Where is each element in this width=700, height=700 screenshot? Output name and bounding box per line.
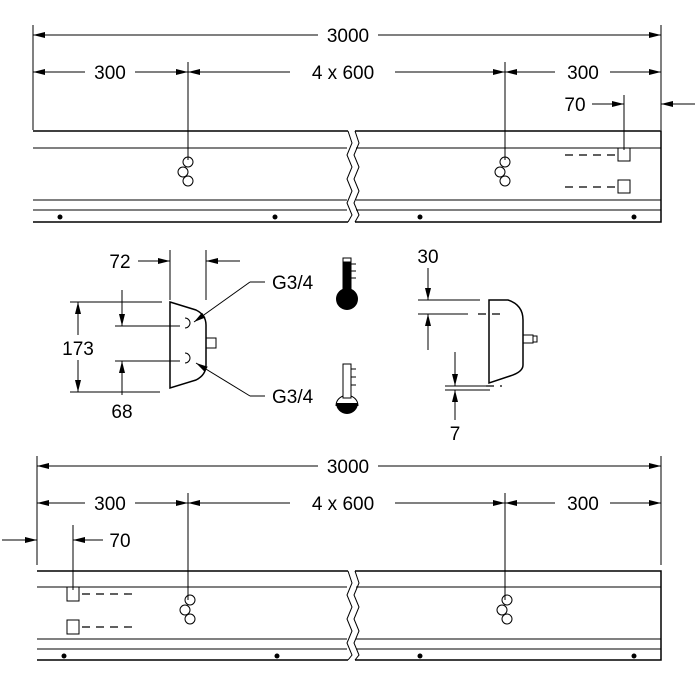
spacing-label: 4 x 600 — [312, 494, 374, 515]
valve-icon — [496, 594, 513, 625]
side-view-profile: 72 173 68 G3/4 G3/4 — [62, 250, 314, 423]
valve-icon — [494, 156, 511, 187]
bottom-gap-label: 7 — [450, 424, 461, 445]
hot-inlet-label: G3/4 — [272, 273, 314, 294]
left-offset-label: 300 — [94, 494, 126, 515]
bracket-icon — [565, 147, 631, 194]
overall-length-label: 3000 — [327, 457, 369, 478]
right-offset-label: 300 — [567, 494, 599, 515]
side-view-mount: 30 7 — [417, 247, 538, 445]
top-dimensions: 3000 300 4 x 600 300 70 — [32, 25, 695, 160]
width-label: 72 — [109, 252, 130, 273]
bottom-dimensions: 3000 300 4 x 600 300 70 — [2, 456, 662, 600]
overall-length-label: 3000 — [327, 26, 369, 47]
lower-offset-label: 68 — [111, 402, 132, 423]
height-label: 173 — [62, 339, 94, 360]
top-gap-label: 30 — [417, 247, 438, 268]
edge-dim-label: 70 — [109, 531, 130, 552]
right-offset-label: 300 — [567, 63, 599, 84]
hot-thermometer-icon — [336, 257, 358, 310]
valve-icon — [177, 156, 194, 187]
cold-inlet-label: G3/4 — [272, 387, 314, 408]
cold-thermometer-icon — [335, 363, 359, 414]
left-offset-label: 300 — [94, 63, 126, 84]
bracket-icon — [66, 586, 132, 635]
bottom-rail — [37, 570, 662, 661]
top-rail — [33, 130, 662, 223]
spacing-label: 4 x 600 — [312, 63, 374, 84]
valve-icon — [179, 594, 196, 625]
edge-dim-label: 70 — [564, 95, 585, 116]
